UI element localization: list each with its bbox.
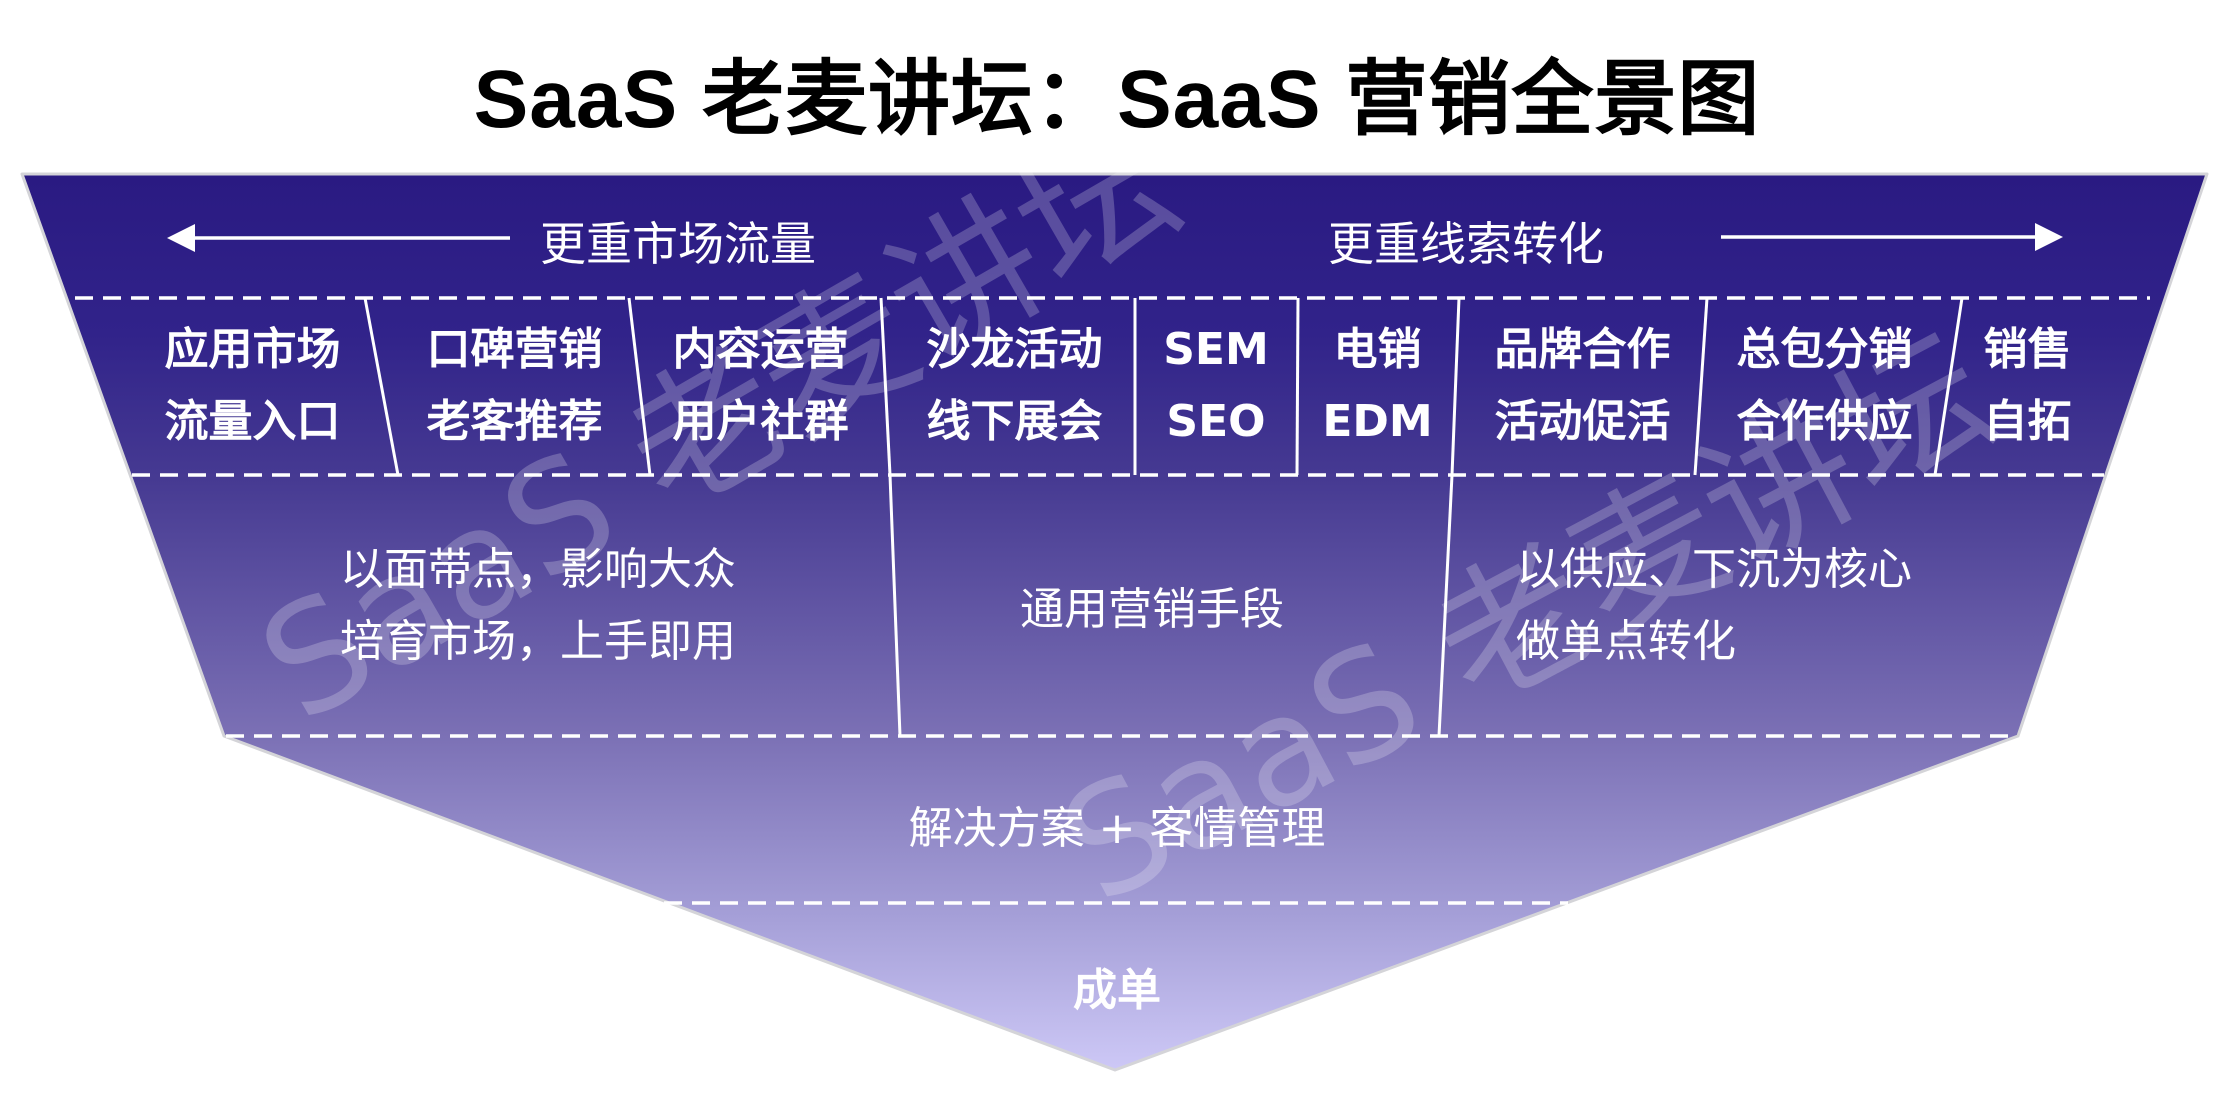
arrow-right-icon [1721,223,2063,251]
zone-right-text: 以供应、下沉为核心 做单点转化 [1516,534,1912,678]
tile-line: 活动促活 [1494,396,1671,447]
tile-brand-partnership: 品牌合作 活动促活 [1480,314,1685,458]
zone-left-text: 以面带点，影响大众 培育市场，上手即用 [340,534,736,678]
tile-salon-events: 沙龙活动 线下展会 [912,314,1117,458]
tile-line: 用户社群 [672,396,849,447]
tile-line: 老客推荐 [426,396,603,447]
tile-app-market: 应用市场 流量入口 [150,314,355,458]
tile-content-ops: 内容运营 用户社群 [658,314,863,458]
tile-line: 品牌合作 [1494,324,1671,375]
tile-line: 内容运营 [672,324,849,375]
zone-line: 以面带点，影响大众 [340,544,736,595]
tile-line: 总包分销 [1736,324,1913,375]
tile-telesales-edm: 电销 EDM [1300,314,1455,458]
tile-sem-seo: SEM SEO [1140,314,1292,458]
tile-line: 合作供应 [1736,396,1913,447]
tile-line: 自拓 [1983,396,2072,447]
tile-line: 应用市场 [164,324,341,375]
zone-center-text: 通用营销手段 [1020,574,1284,646]
zone-line: 做单点转化 [1516,616,1736,667]
tile-line: 线下展会 [926,396,1103,447]
stage-deal-label: 成单 [1073,965,1161,1016]
tile-line: EDM [1322,396,1433,447]
tile-sales-self: 销售 自拓 [1960,314,2095,458]
tile-line: 流量入口 [164,396,341,447]
tile-line: SEO [1166,396,1266,447]
tile-line: 销售 [1983,324,2072,375]
tile-line: 电销 [1333,324,1422,375]
zone-line: 通用营销手段 [1020,584,1284,635]
page-title: SaaS 老麦讲坛：SaaS 营销全景图 [473,54,1761,145]
arrow-left-icon [167,224,510,252]
direction-right-label: 更重线索转化 [1328,217,1604,271]
zone-line: 培育市场，上手即用 [340,616,736,667]
tile-line: SEM [1163,324,1269,375]
direction-left-label: 更重市场流量 [540,217,816,271]
tile-distribution: 总包分销 合作供应 [1722,314,1927,458]
tile-line: 口碑营销 [426,324,603,375]
tile-word-of-mouth: 口碑营销 老客推荐 [412,314,617,458]
stage-solution-label: 解决方案 + 客情管理 [908,803,1326,854]
zone-line: 以供应、下沉为核心 [1516,544,1912,595]
tile-line: 沙龙活动 [926,324,1103,375]
